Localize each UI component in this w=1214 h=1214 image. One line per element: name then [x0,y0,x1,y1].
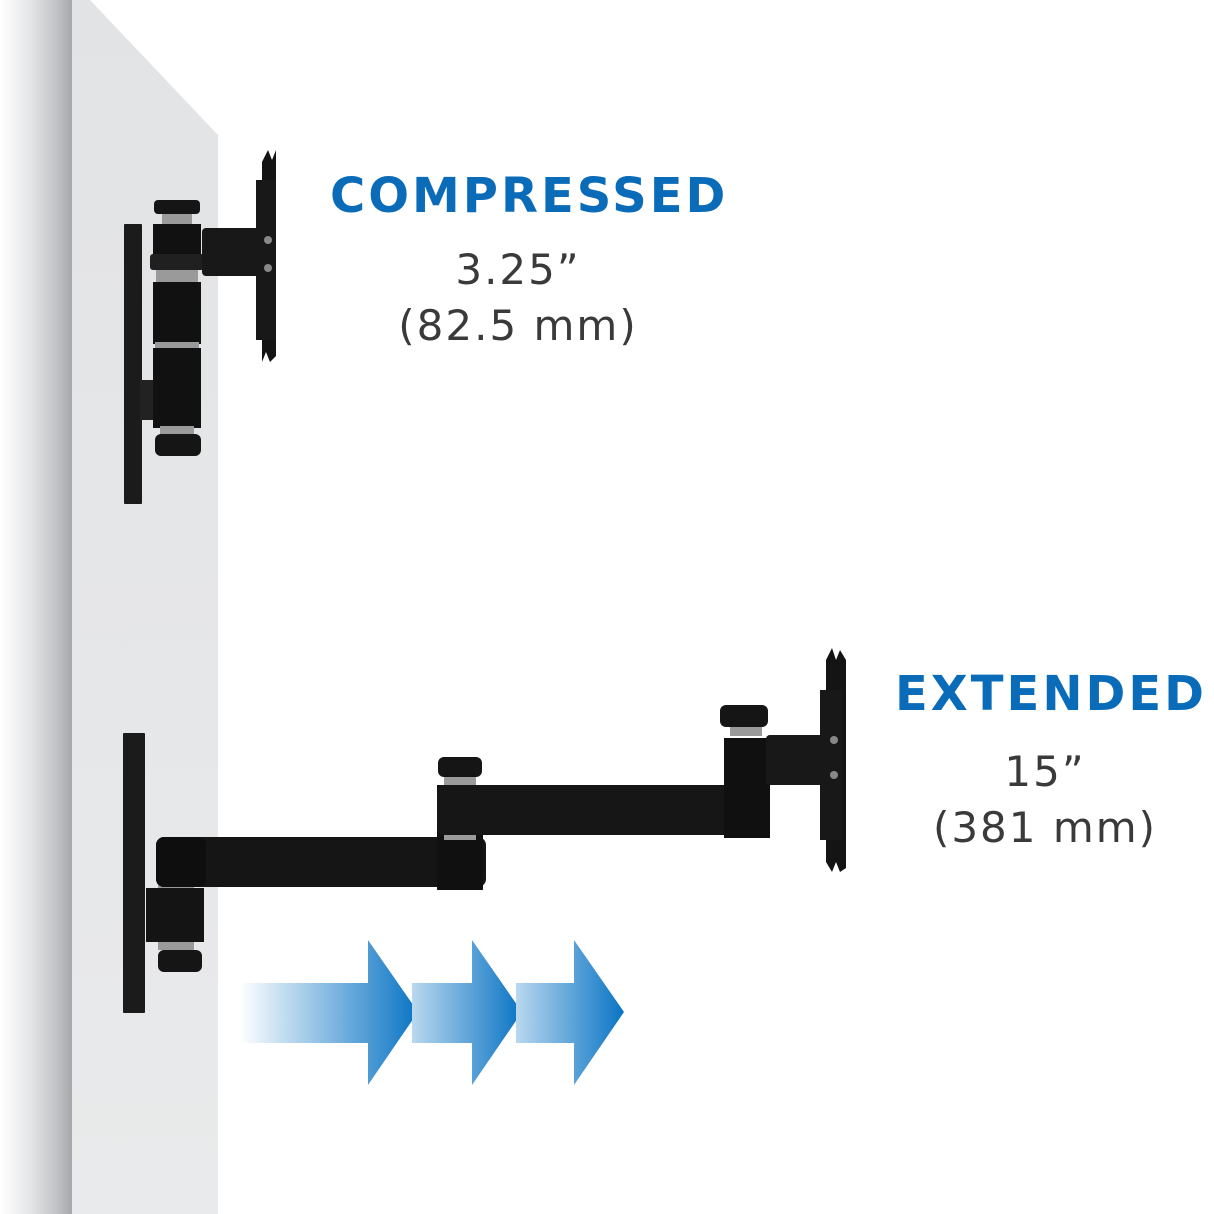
extended-mount [123,648,846,1013]
compressed-mm: (82.5 mm) [398,301,638,350]
extended-inches: 15” [1004,747,1086,796]
wall-face [72,0,218,1214]
compressed-inches: 3.25” [455,245,581,294]
three-right-arrows-icon [240,940,624,1085]
wall-edge [0,0,72,1214]
compressed-title: COMPRESSED [330,168,729,224]
extended-label-group: EXTENDED 15” (381 mm) [895,666,1207,856]
compressed-label-group: COMPRESSED 3.25” (82.5 mm) [330,168,729,354]
compressed-mount [124,150,276,504]
extended-title: EXTENDED [895,666,1207,722]
extended-mm: (381 mm) [932,803,1158,852]
